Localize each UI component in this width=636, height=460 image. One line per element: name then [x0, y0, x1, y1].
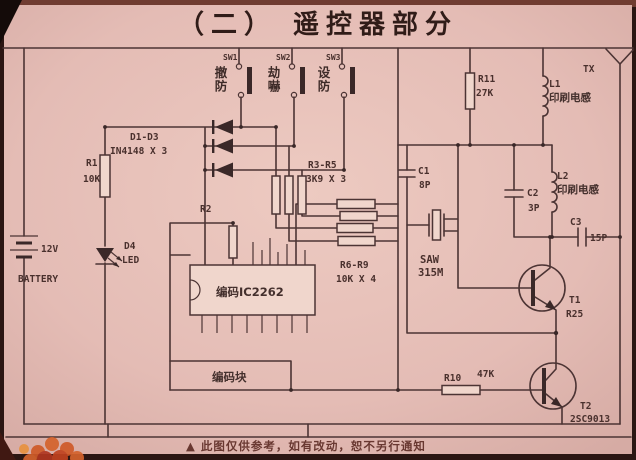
switch-sw2 [288, 63, 305, 99]
resistor-r11 [464, 72, 476, 110]
r6r9-id: R6-R9 [340, 260, 369, 271]
sw3-function: 设防 [316, 65, 331, 93]
diode-d1 [212, 119, 233, 135]
resistor-r2 [228, 225, 238, 259]
inductor-l2 [551, 171, 558, 213]
switch-sw1 [235, 63, 252, 99]
ic-label: 编码IC2262 [216, 285, 284, 299]
capacitor-c2 [504, 189, 524, 198]
l2-id: L2 [557, 171, 568, 182]
r10-value: 47K [477, 369, 494, 380]
t2-id: T2 [580, 401, 591, 412]
battery-symbol [10, 235, 38, 259]
r3r5-id: R3-R5 [308, 160, 337, 171]
page-title: （二） 遥控器部分 [178, 10, 458, 40]
r11-id: R11 [478, 74, 495, 85]
l1-type: 印刷电感 [549, 91, 591, 104]
sw3-id: SW3 [326, 53, 341, 62]
panel-frame [2, 47, 634, 438]
d4-id: D4 [124, 241, 136, 252]
d1d3-id: D1-D3 [130, 132, 159, 143]
junction-dots [103, 125, 622, 392]
sw2-id: SW2 [276, 53, 291, 62]
r3r5-value: 3K9 X 3 [306, 174, 346, 185]
d4-value: LED [122, 255, 139, 266]
photo-corner [0, 0, 22, 44]
r11-value: 27K [476, 88, 493, 99]
c3-value: 15P [590, 233, 607, 244]
antenna-label: TX [583, 64, 595, 75]
c1-id: C1 [418, 166, 430, 177]
transistor-t1 [518, 264, 566, 312]
resistors-r3-r5 [271, 175, 307, 215]
sw1-id: SW1 [223, 53, 238, 62]
r1-value: 10K [83, 174, 100, 185]
capacitor-c1 [398, 169, 416, 178]
photo-top-strip [0, 0, 636, 7]
transistor-t2 [529, 362, 577, 410]
resistor-r10 [441, 384, 481, 396]
photo-corner-bl [0, 432, 16, 460]
l1-id: L1 [549, 79, 561, 90]
diode-d3 [212, 162, 233, 178]
paper [4, 5, 632, 454]
t1-value: R25 [566, 309, 583, 320]
circuit-wires [23, 47, 621, 425]
sw2-function: 劫嚇 [266, 65, 281, 93]
sw1-function: 撤防 [213, 65, 228, 93]
saw-id: SAW [420, 254, 440, 266]
r2-id: R2 [200, 204, 211, 215]
switch-sw3 [338, 63, 355, 99]
saw-resonator [428, 209, 445, 241]
resistor-r1 [99, 154, 111, 198]
antenna-icon [605, 48, 634, 65]
l2-type: 印刷电感 [557, 183, 599, 196]
battery-label: BATTERY [18, 274, 58, 285]
encoder-ic [189, 264, 316, 316]
diode-d2 [212, 138, 233, 154]
led-symbol [95, 248, 123, 268]
t2-value: 2SC9013 [570, 414, 610, 425]
battery-voltage: 12V [41, 244, 58, 255]
r6r9-value: 10K X 4 [336, 274, 376, 285]
c3-id: C3 [570, 217, 582, 228]
r10-id: R10 [444, 373, 461, 384]
block-label: 编码块 [212, 370, 247, 384]
c2-id: C2 [527, 188, 538, 199]
t1-id: T1 [569, 295, 581, 306]
c2-value: 3P [528, 203, 540, 214]
capacitor-c3 [577, 227, 587, 247]
emblem-flower [19, 437, 84, 460]
d1d3-value: IN4148 X 3 [110, 146, 167, 157]
saw-value: 315M [418, 267, 443, 279]
inductor-l1 [542, 75, 549, 117]
caption-text: ▲ 此图仅供参考，如有改动，恕不另行通知 [186, 439, 426, 453]
resistors-r6-r9 [336, 198, 378, 247]
r1-id: R1 [86, 158, 98, 169]
c1-value: 8P [419, 180, 431, 191]
